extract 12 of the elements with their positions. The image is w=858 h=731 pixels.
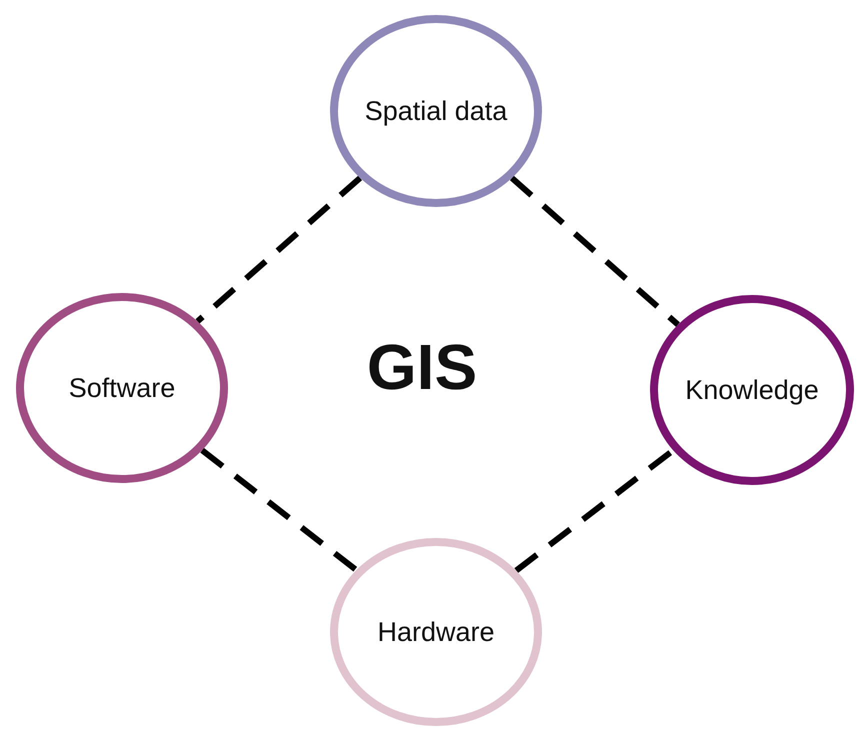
connector-line <box>510 176 680 327</box>
node-label: Hardware <box>377 616 495 648</box>
connector-line <box>200 448 358 572</box>
connector-line <box>196 176 362 324</box>
node-label: Knowledge <box>685 374 819 406</box>
node-circle <box>16 293 228 483</box>
diagram-title: GIS <box>366 330 478 404</box>
node-circle <box>330 15 542 207</box>
node-label: Spatial data <box>364 96 508 126</box>
node-label: Software <box>68 372 176 404</box>
node-circle <box>330 538 542 726</box>
node-circle <box>650 295 854 485</box>
